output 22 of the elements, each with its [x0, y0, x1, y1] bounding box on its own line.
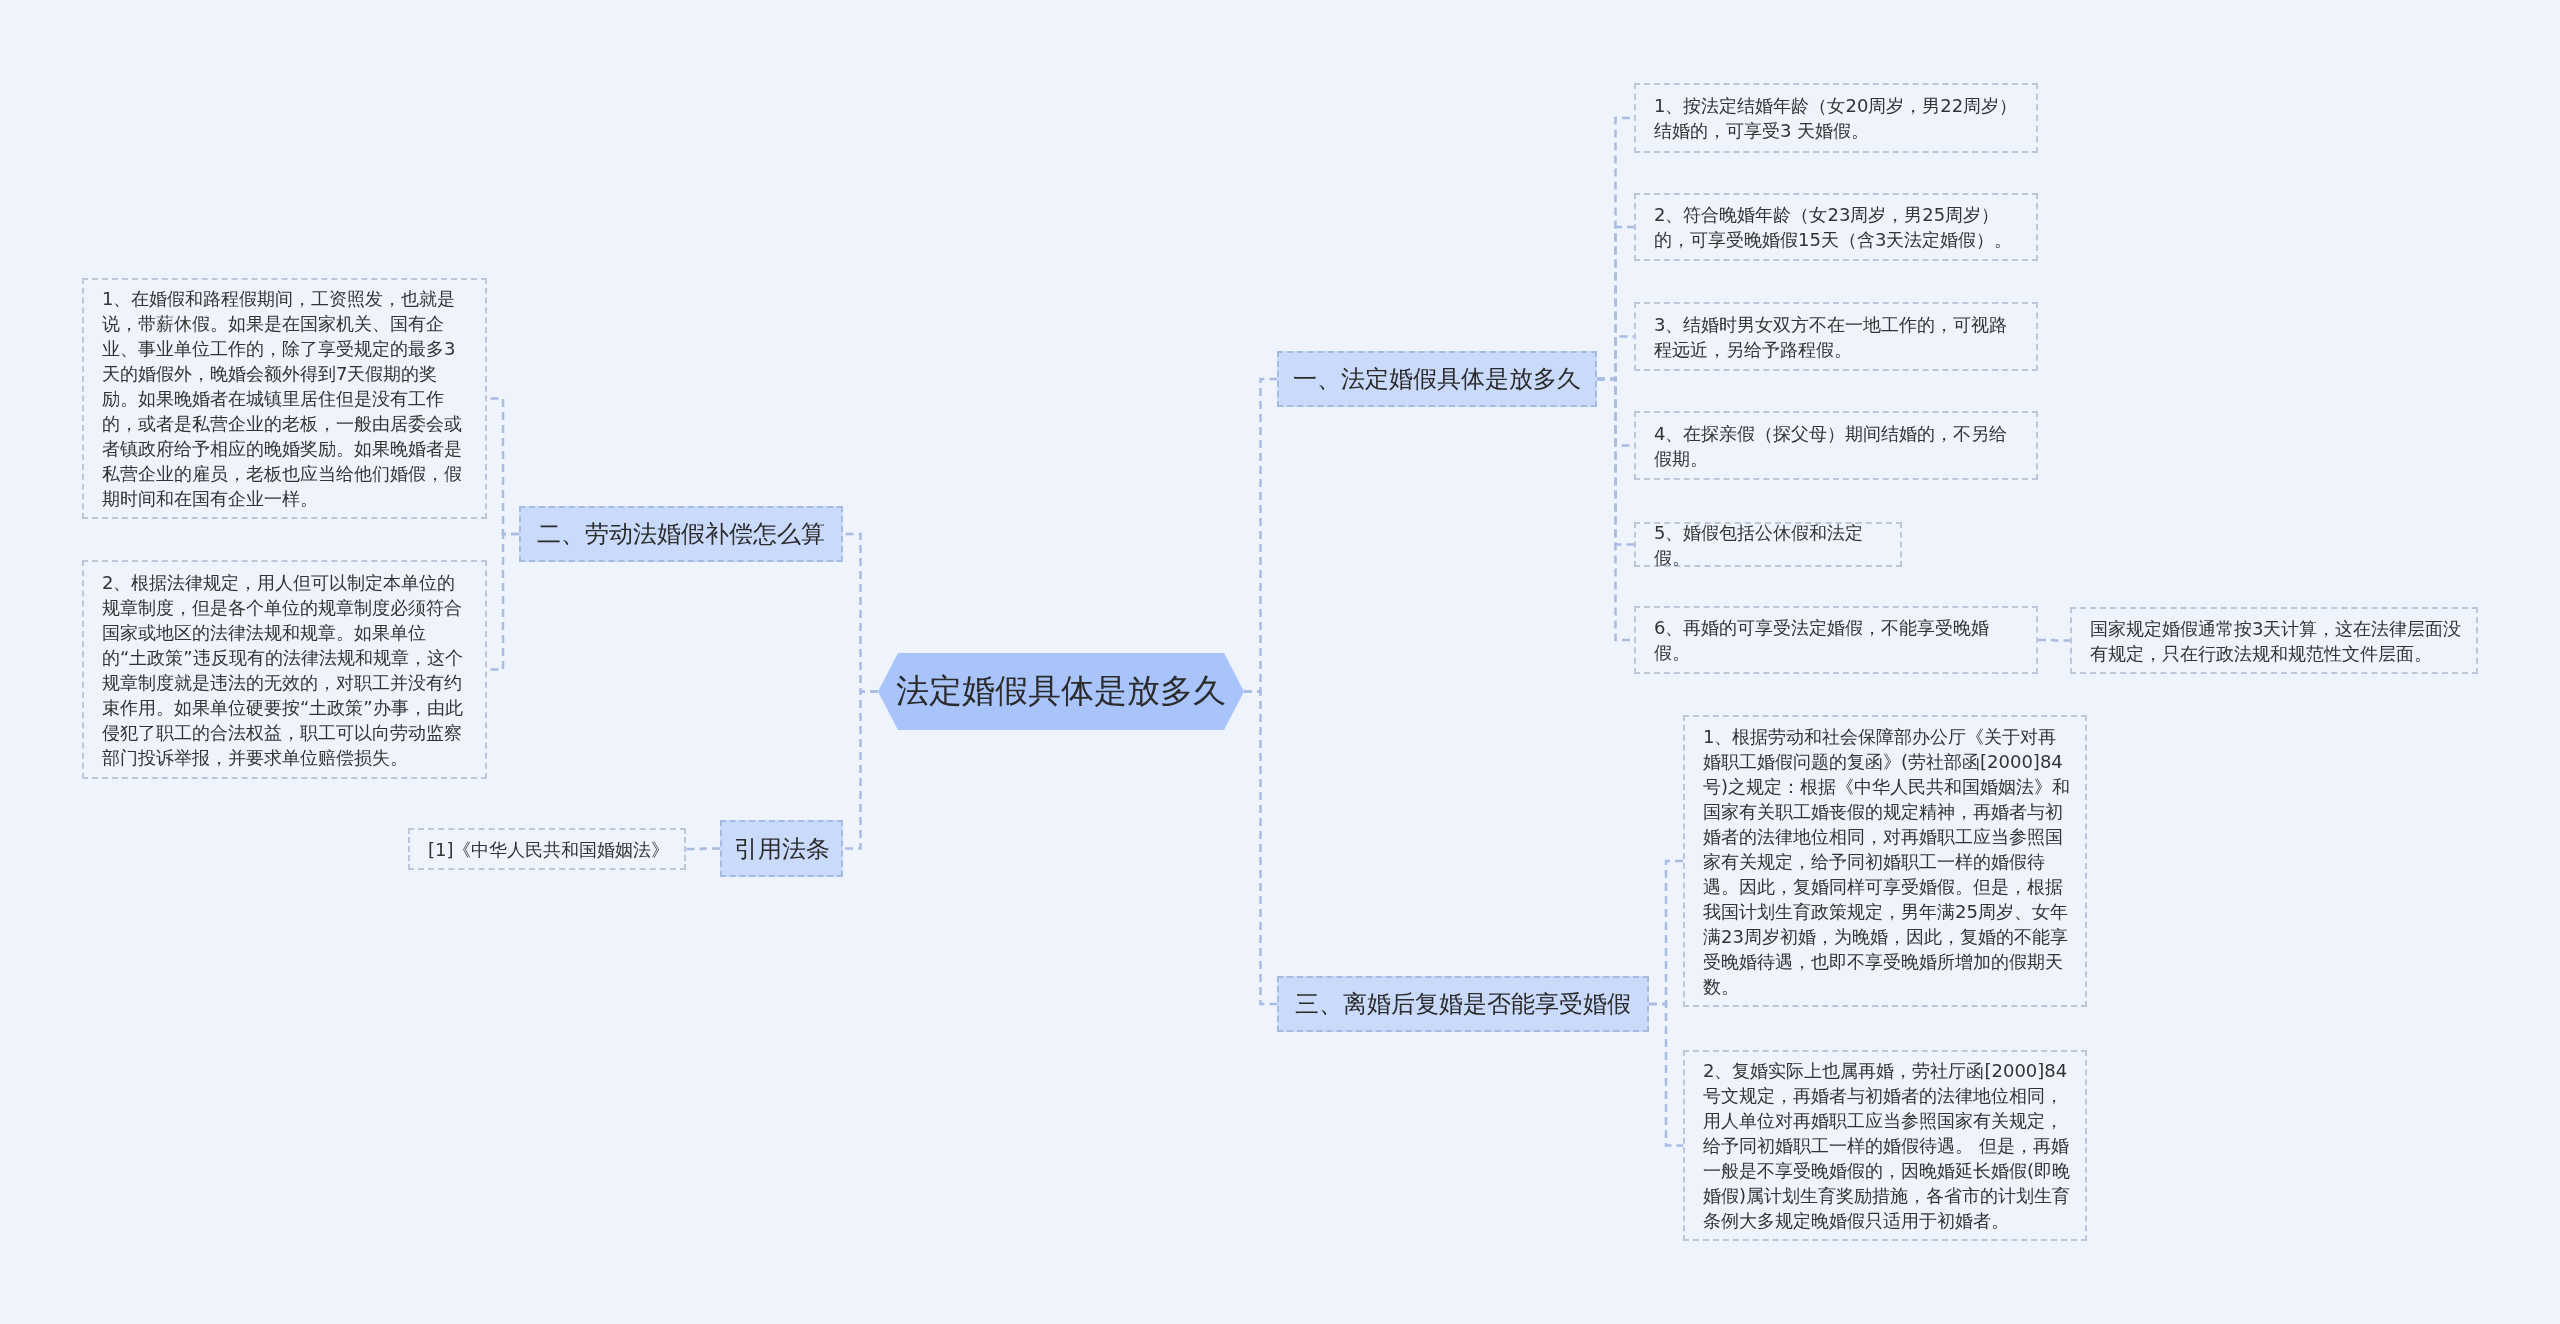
text-box: 2、复婚实际上也属再婚，劳社厅函[2000]84号文规定，再婚者与初婚者的法律地位相同，用人单位对再婚职工应当参照国家有关规定，给予同初婚职工一样的婚假待遇。 但是，再婚一般是不享受晚婚假的，因晚婚延长婚假(即晚婚假)属计划生育奖励措施，各省市的计划生育条例大多规定晚婚假只适用于初婚者。 — [1683, 1050, 2087, 1241]
topic-box: 三、离婚后复婚是否能享受婚假 — [1277, 976, 1649, 1032]
text-box: 1、在婚假和路程假期间，工资照发，也就是说，带薪休假。如果是在国家机关、国有企业、事业单位工作的，除了享受规定的最多3天的婚假外，晚婚会额外得到7天假期的奖励。如果晚婚者在城镇里居住但是没有工作的，或者是私营企业的老板，一般由居委会或者镇政府给予相应的晚婚奖励。如果晚婚者是私营企业的雇员，老板也应当给他们婚假，假期时间和在国有企业一样。 — [82, 278, 487, 519]
connector-line — [1244, 690, 1277, 1006]
topic-box: 一、法定婚假具体是放多久 — [1277, 351, 1597, 407]
topic-box: 二、劳动法婚假补偿怎么算 — [519, 506, 843, 562]
text-box: 国家规定婚假通常按3天计算，这在法律层面没有规定，只在行政法规和规范性文件层面。 — [2070, 607, 2478, 674]
central-topic: 法定婚假具体是放多久 — [878, 653, 1244, 730]
text-box: 2、根据法律规定，用人但可以制定本单位的规章制度，但是各个单位的规章制度必须符合国家或地区的法律法规和规章。如果单位的“土政策”违反现有的法律法规和规章，这个规章制度就是违法的无效的，对职工并没有约束作用。如果单位硬要按“土政策”办事，由此侵犯了职工的合法权益，职工可以向劳动监察部门投诉举报，并要求单位赔偿损失。 — [82, 560, 487, 779]
connector-line — [686, 847, 720, 851]
text-box: 6、再婚的可享受法定婚假，不能享受晚婚假。 — [1634, 606, 2038, 674]
text-box: 5、婚假包括公休假和法定假。 — [1634, 522, 1902, 567]
topic-box: 引用法条 — [720, 820, 843, 877]
text-box: 2、符合晚婚年龄（女23周岁，男25周岁）的，可享受晚婚假15天（含3天法定婚假）。 — [1634, 193, 2038, 261]
text-box: 1、按法定结婚年龄（女20周岁，男22周岁）结婚的，可享受3 天婚假。 — [1634, 83, 2038, 153]
text-box: 4、在探亲假（探父母）期间结婚的，不另给假期。 — [1634, 411, 2038, 480]
text-box: 1、根据劳动和社会保障部办公厅《关于对再婚职工婚假问题的复函》(劳社部函[2000]84号)之规定：根据《中华人民共和国婚姻法》和国家有关职工婚丧假的规定精神，再婚者与初婚者的法律地位相同，对再婚职工应当参照国家有关规定，给予同初婚职工一样的婚假待遇。因此，复婚同样可享受婚假。但是，根据我国计划生育政策规定，男年满25周岁、女年满23周岁初婚，为晚婚，因此，复婚的不能享受晚婚待遇，也即不享受晚婚所增加的假期天数。 — [1683, 715, 2087, 1007]
text-box: 3、结婚时男女双方不在一地工作的，可视路程远近，另给予路程假。 — [1634, 302, 2038, 371]
text-box: [1]《中华人民共和国婚姻法》 — [408, 828, 686, 870]
connector-line — [1649, 1002, 1683, 1147]
connector-line — [2038, 638, 2070, 642]
connector-line — [843, 690, 878, 850]
